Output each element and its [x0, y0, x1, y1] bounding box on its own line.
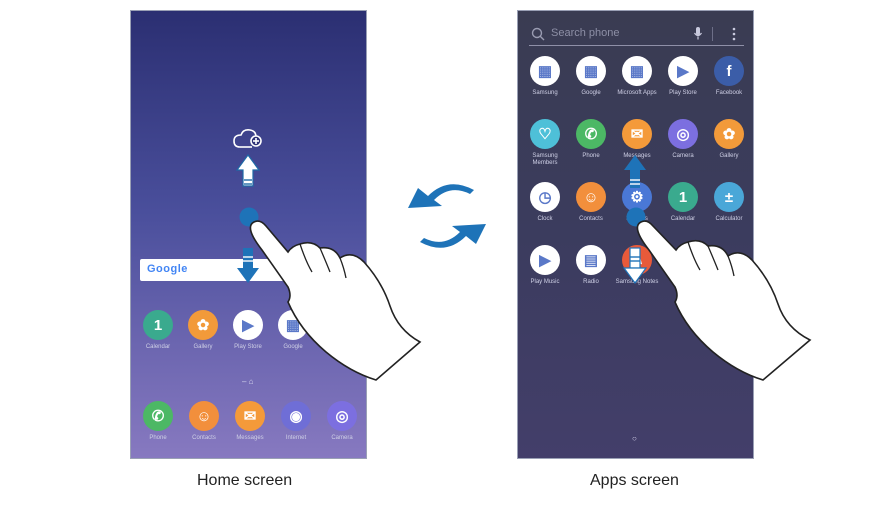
- gallery-icon: ✿: [714, 119, 744, 149]
- app-label: Play Store: [234, 344, 262, 350]
- settings-icon: ⚙: [622, 182, 652, 212]
- internet-icon: ◉: [281, 401, 311, 431]
- messages-icon: ✉: [235, 401, 265, 431]
- app-label: Camera: [331, 435, 353, 441]
- app-phone[interactable]: ✆ Phone: [569, 119, 613, 160]
- facebook-icon: f: [714, 56, 744, 86]
- apps-screen: Search phone ▦ Samsung ▦ Google ▦ Microsoft A…: [517, 10, 754, 459]
- app-play-store[interactable]: ▶ Play Store: [661, 56, 705, 97]
- samsung-members-icon: ♡: [530, 119, 560, 149]
- app-label: Google: [581, 90, 601, 96]
- app-label: Phone: [582, 153, 600, 159]
- phone-icon: ✆: [143, 401, 173, 431]
- app-label: Gallery: [193, 344, 213, 350]
- switch-screens-icon: [408, 184, 486, 248]
- app-internet[interactable]: ◉ Internet: [274, 401, 318, 442]
- app-label: Gallery: [719, 153, 739, 159]
- app-contacts[interactable]: ☺ Contacts: [569, 182, 613, 223]
- app-samsung-notes[interactable]: ✎ Samsung Notes: [615, 245, 659, 286]
- app-label: Contacts: [579, 216, 603, 222]
- radio-icon: ▤: [576, 245, 606, 275]
- app-label: Messages: [623, 153, 651, 159]
- google-folder-icon: ▦: [576, 56, 606, 86]
- app-label: Radio: [583, 279, 599, 285]
- app-label: Phone: [149, 435, 167, 441]
- microsoft-folder-icon: ▦: [622, 56, 652, 86]
- google-search-widget[interactable]: Google: [140, 259, 326, 281]
- app-label: Samsung Notes: [615, 279, 659, 285]
- camera-icon: ◎: [668, 119, 698, 149]
- app-label: Calculator: [715, 216, 743, 222]
- search-placeholder: Search phone: [551, 27, 620, 39]
- play-store-icon: ▶: [668, 56, 698, 86]
- app-gallery[interactable]: ✿ Gallery: [707, 119, 751, 160]
- page-indicator: – ⌂: [242, 377, 254, 386]
- app-messages[interactable]: ✉ Messages: [615, 119, 659, 160]
- app-microsoft-apps[interactable]: ▦ Microsoft Apps: [615, 56, 659, 97]
- messages-icon: ✉: [622, 119, 652, 149]
- more-options-icon[interactable]: [732, 27, 736, 41]
- app-label: Calendar: [145, 344, 171, 350]
- calendar-icon: 1: [668, 182, 698, 212]
- app-camera[interactable]: ◎ Camera: [661, 119, 705, 160]
- samsung-folder-icon: ▦: [530, 56, 560, 86]
- app-label: Samsung: [532, 90, 558, 96]
- google-folder-icon: ▦: [278, 310, 308, 340]
- contacts-icon: ☺: [576, 182, 606, 212]
- app-camera[interactable]: ◎ Camera: [320, 401, 364, 442]
- app-label: Calendar: [670, 216, 696, 222]
- app-phone[interactable]: ✆ Phone: [136, 401, 180, 442]
- app-clock[interactable]: ◷ Clock: [523, 182, 567, 223]
- app-label: Messages: [236, 435, 264, 441]
- app-samsung-members[interactable]: ♡ Samsung Members: [523, 119, 567, 167]
- app-label: Settings: [626, 216, 648, 222]
- gallery-icon: ✿: [188, 310, 218, 340]
- phone-icon: ✆: [576, 119, 606, 149]
- search-icon: [531, 27, 545, 41]
- samsung-notes-icon: ✎: [622, 245, 652, 275]
- search-divider: [712, 27, 713, 41]
- calculator-icon: ±: [714, 182, 744, 212]
- app-label: Microsoft Apps: [617, 90, 657, 96]
- play-store-icon: ▶: [233, 310, 263, 340]
- contacts-icon: ☺: [189, 401, 219, 431]
- camera-icon: ◎: [327, 401, 357, 431]
- app-messages[interactable]: ✉ Messages: [228, 401, 272, 442]
- app-label: Internet: [285, 435, 307, 441]
- app-gallery[interactable]: ✿ Gallery: [181, 310, 225, 351]
- app-label: Play Music: [530, 279, 560, 285]
- app-google[interactable]: ▦ Google: [569, 56, 613, 97]
- apps-screen-caption: Apps screen: [590, 472, 679, 489]
- play-music-icon: ▶: [530, 245, 560, 275]
- app-label: Samsung Members: [532, 153, 558, 166]
- app-label: Camera: [672, 153, 694, 159]
- apps-search-bar[interactable]: Search phone: [529, 23, 744, 46]
- home-screen-caption: Home screen: [197, 472, 293, 489]
- app-radio[interactable]: ▤ Radio: [569, 245, 613, 286]
- app-label: Play Store: [669, 90, 697, 96]
- app-label: Clock: [537, 216, 553, 222]
- app-play-music[interactable]: ▶ Play Music: [523, 245, 567, 286]
- app-label: Contacts: [192, 435, 216, 441]
- microphone-icon[interactable]: [693, 26, 703, 41]
- app-label: Facebook: [715, 90, 743, 96]
- clock-icon: ◷: [530, 182, 560, 212]
- page-indicator: ○: [632, 434, 637, 443]
- app-play-store[interactable]: ▶ Play Store: [226, 310, 270, 351]
- app-google[interactable]: ▦ Google: [271, 310, 315, 351]
- app-contacts[interactable]: ☺ Contacts: [182, 401, 226, 442]
- app-label: Google: [283, 344, 303, 350]
- calendar-icon: 1: [143, 310, 173, 340]
- app-settings[interactable]: ⚙ Settings: [615, 182, 659, 223]
- app-calculator[interactable]: ± Calculator: [707, 182, 751, 223]
- app-samsung[interactable]: ▦ Samsung: [523, 56, 567, 97]
- google-logo: Google: [147, 263, 188, 275]
